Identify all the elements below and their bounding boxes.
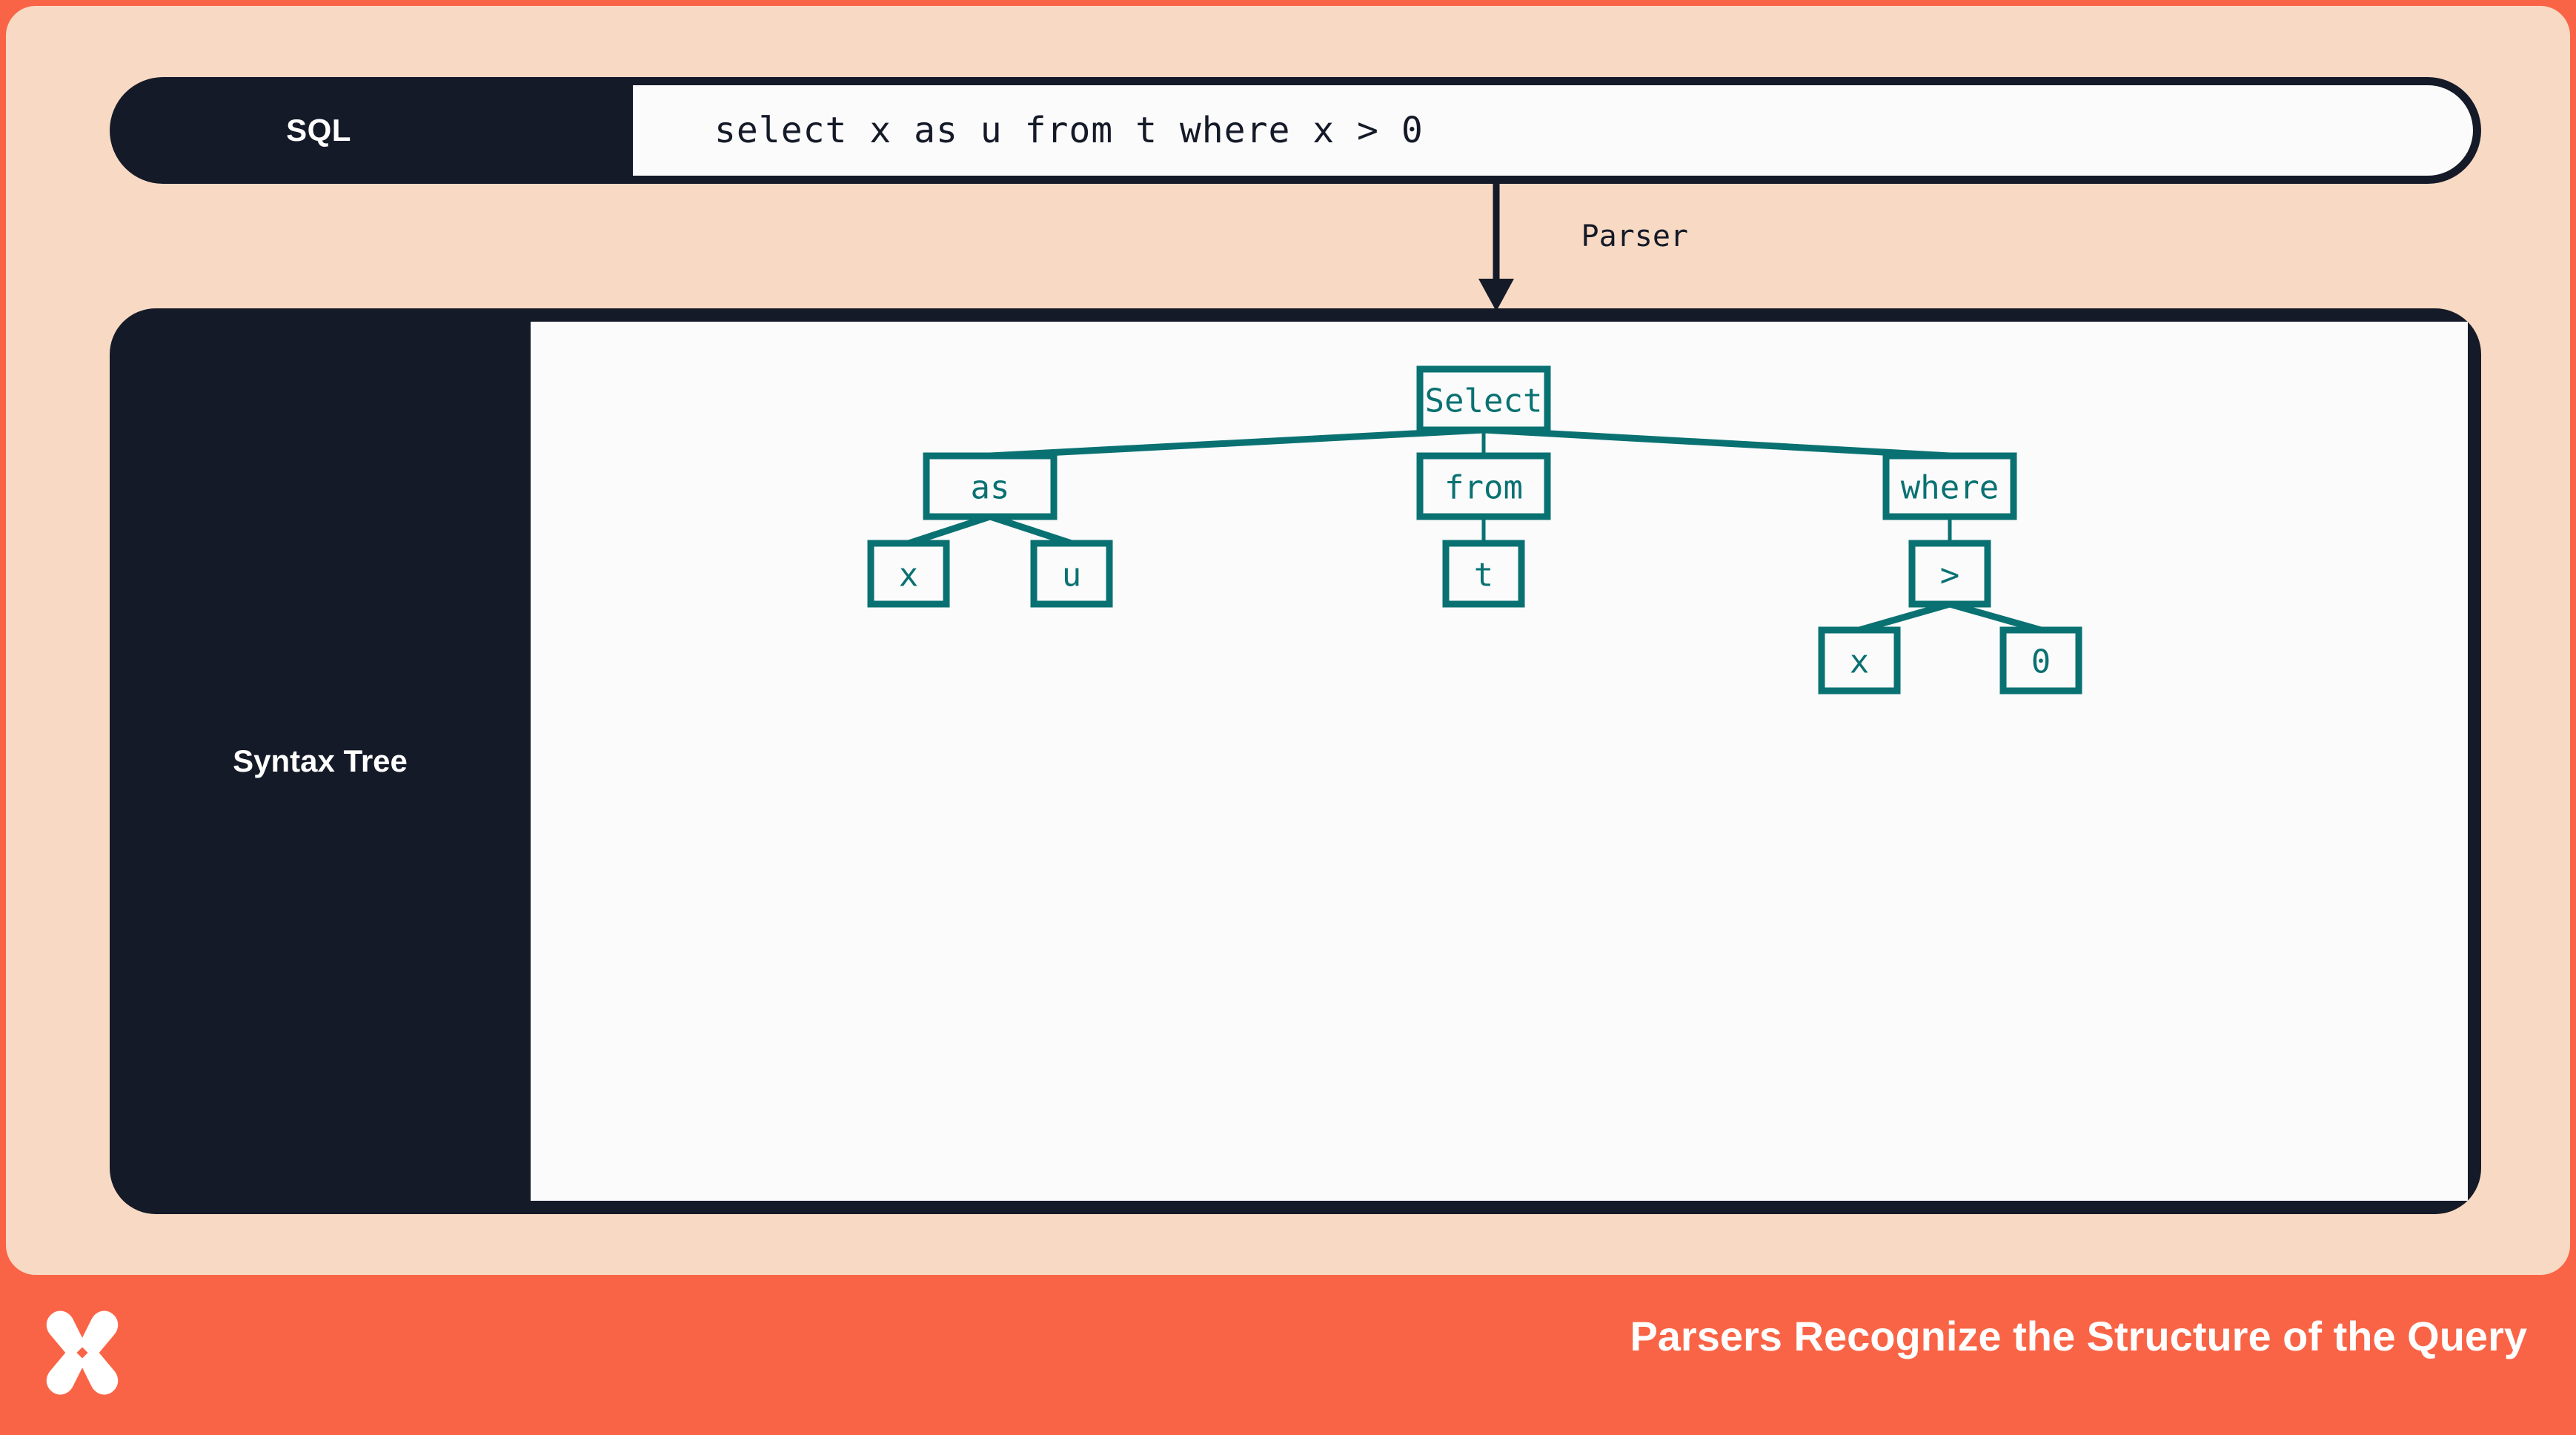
tree-node[interactable]: where — [1882, 452, 2017, 520]
tree-node-box — [1999, 626, 2082, 695]
syntax-tree-sidebar: Syntax Tree — [110, 308, 531, 1214]
tree-node[interactable]: x — [1818, 626, 1901, 695]
syntax-tree-canvas: Select as from where x u t > x 0 — [531, 322, 2468, 1201]
content-panel: SQL select x as u from t where x > 0 Par… — [6, 6, 2570, 1275]
tree-node-label: Select — [1425, 382, 1543, 420]
tree-node-box — [1908, 540, 1991, 608]
tree-node[interactable]: from — [1416, 452, 1551, 520]
tree-node[interactable]: t — [1442, 540, 1525, 608]
syntax-tree-label: Syntax Tree — [233, 743, 408, 778]
tree-edge — [907, 513, 992, 547]
sql-query-field[interactable]: select x as u from t where x > 0 — [633, 85, 2473, 176]
tree-node[interactable]: Select — [1416, 365, 1551, 434]
tree-edge — [1948, 600, 2042, 634]
tree-edges — [907, 426, 2042, 634]
tree-node[interactable]: as — [923, 452, 1058, 520]
tree-node-label: 0 — [2031, 643, 2051, 681]
sql-row-label: SQL — [286, 113, 351, 148]
sql-input-row: SQL select x as u from t where x > 0 — [110, 77, 2481, 184]
tree-node-box — [1030, 540, 1113, 608]
parser-transform-group: Parser — [1288, 184, 1747, 311]
down-arrow-icon — [1478, 184, 1514, 311]
tree-edge — [1483, 426, 1951, 460]
tree-node-box — [1882, 452, 2017, 520]
tree-nodes: Select as from where x u t > x 0 — [867, 365, 2082, 695]
tree-node-box — [923, 452, 1058, 520]
x-mark-logo — [46, 1310, 119, 1395]
tree-node[interactable]: x — [867, 540, 950, 608]
parser-label: Parser — [1581, 219, 1689, 253]
tree-node-label: from — [1444, 469, 1523, 507]
tree-node-label: as — [971, 469, 1010, 507]
tree-edge — [989, 426, 1484, 460]
syntax-tree-panel: Syntax Tree Select as from where x u t > x 0 — [110, 308, 2481, 1214]
tree-node-box — [1416, 452, 1551, 520]
footer-bar: Parsers Recognize the Structure of the Q… — [0, 1275, 2576, 1435]
tree-node-box — [867, 540, 950, 608]
tree-node-label: t — [1474, 557, 1494, 594]
tree-node-label: where — [1901, 469, 1999, 507]
footer-tagline: Parsers Recognize the Structure of the Q… — [1630, 1313, 2527, 1359]
tree-node-box — [1818, 626, 1901, 695]
tree-edge — [989, 513, 1073, 547]
tree-node[interactable]: 0 — [1999, 626, 2082, 695]
tree-node-label: x — [1850, 643, 1870, 681]
tree-edge — [1858, 600, 1951, 634]
tree-node-label: u — [1062, 557, 1082, 594]
tree-node[interactable]: > — [1908, 540, 1991, 608]
sql-query-text: select x as u from t where x > 0 — [714, 110, 1424, 151]
tree-node[interactable]: u — [1030, 540, 1113, 608]
tree-node-box — [1442, 540, 1525, 608]
tree-node-label: > — [1940, 557, 1960, 594]
tree-node-box — [1416, 365, 1551, 434]
tree-node-label: x — [899, 557, 919, 594]
syntax-tree-graph: Select as from where x u t > x 0 — [867, 365, 2082, 695]
